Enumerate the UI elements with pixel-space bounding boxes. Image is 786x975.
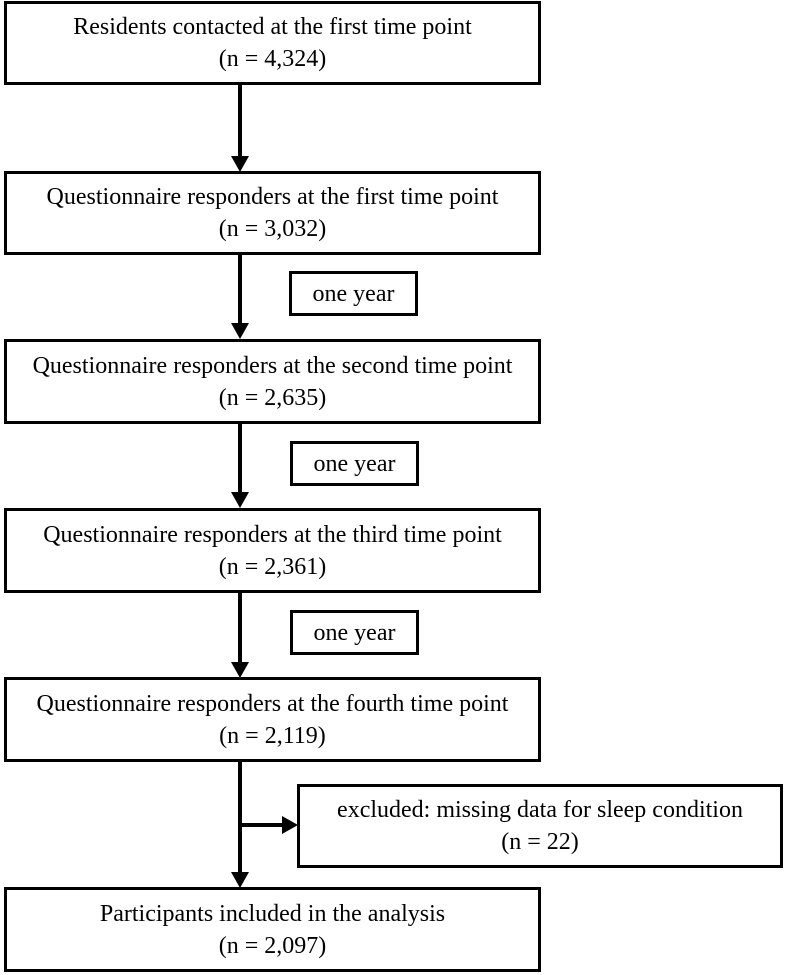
step-count: (n = 2,097) <box>218 932 327 959</box>
arrow-step3-to-step4 <box>231 424 249 508</box>
step-count: (n = 2,119) <box>219 722 326 749</box>
interval-label-one-year-1: one year <box>289 271 418 316</box>
step-title: Questionnaire responders at the first ti… <box>46 184 499 210</box>
step-count: (n = 2,635) <box>218 384 327 411</box>
interval-label-text: one year <box>313 450 396 477</box>
exclusion-count: (n = 22) <box>501 829 579 855</box>
step-first-time-point: Questionnaire responders at the first ti… <box>4 171 541 255</box>
step-count: (n = 2,361) <box>218 553 327 580</box>
arrow-step4-to-step5 <box>231 593 249 678</box>
step-fourth-time-point: Questionnaire responders at the fourth t… <box>4 677 541 762</box>
step-participants-included: Participants included in the analysis (n… <box>4 887 541 972</box>
step-count: (n = 3,032) <box>218 216 327 242</box>
interval-label-one-year-2: one year <box>290 441 419 486</box>
arrow-to-exclusion <box>240 816 298 834</box>
step-title: Questionnaire responders at the second t… <box>32 352 513 379</box>
interval-label-text: one year <box>312 280 395 307</box>
exclusion-title: excluded: missing data for sleep conditi… <box>337 797 743 823</box>
arrow-step5-to-step6 <box>231 762 249 888</box>
step-count: (n = 4,324) <box>218 46 327 72</box>
interval-label-one-year-3: one year <box>290 610 419 655</box>
interval-label-text: one year <box>313 619 396 646</box>
arrow-step1-to-step2 <box>231 85 249 172</box>
arrow-step2-to-step3 <box>231 254 249 339</box>
exclusion-box: excluded: missing data for sleep conditi… <box>297 784 783 868</box>
step-second-time-point: Questionnaire responders at the second t… <box>4 339 541 424</box>
step-third-time-point: Questionnaire responders at the third ti… <box>4 508 541 593</box>
step-residents-contacted: Residents contacted at the first time po… <box>4 1 541 85</box>
step-title: Residents contacted at the first time po… <box>73 14 472 40</box>
step-title: Questionnaire responders at the third ti… <box>43 521 502 548</box>
step-title: Participants included in the analysis <box>99 900 446 927</box>
step-title: Questionnaire responders at the fourth t… <box>36 690 509 717</box>
